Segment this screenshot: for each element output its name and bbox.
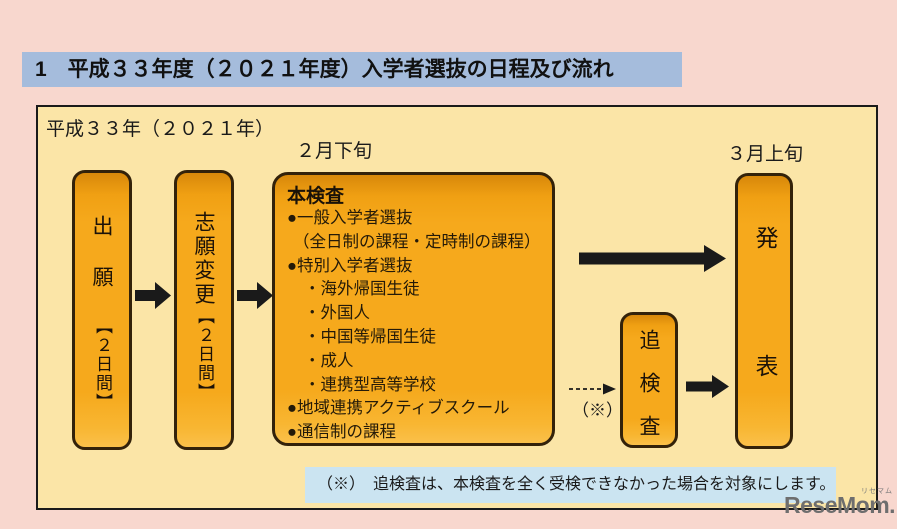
resemom-logo-ruby: リセマム [861,488,893,495]
dashed-arrow-right-icon [569,383,616,395]
announcement-box: 発表 [735,173,793,482]
dashed-arrow-label: （※） [572,401,623,420]
resemom-logo: リセマム ReseMom. [784,484,897,529]
main-exam-item: ・成人 [304,350,354,370]
note-bar: （※） 追検査は、本検査を全く受検できなかった場合を対象にします。 [305,467,836,503]
announcement-label: 発表 [752,226,777,482]
date-label-late-february: ２月下旬 [296,141,373,162]
section-title: 1 平成３３年度（２０２１年度）入学者選抜の日程及び流れ [35,58,614,81]
main-exam-box: 本検査 ●一般入学者選抜 （全日制の課程・定時制の課程） ●特別入学者選抜 ・海… [272,172,555,446]
main-exam-item: ●通信制の課程 [287,422,396,442]
makeup-exam-label-group: 追検査 [634,329,664,458]
main-exam-item: ・海外帰国生徒 [304,279,420,299]
main-exam-item: ・連携型高等学校 [304,374,436,394]
application-label: 出願 [90,215,114,317]
main-exam-item-list: ●一般入学者選抜 （全日制の課程・定時制の課程） ●特別入学者選抜 ・海外帰国生… [287,206,546,444]
main-exam-item: ●一般入学者選抜 [287,208,413,227]
resemom-logo-text: ReseMom. [784,492,896,518]
preference-change-label: 志願変更 [192,211,216,307]
note-text: （※） 追検査は、本検査を全く受検できなかった場合を対象にします。 [317,476,836,493]
date-label-early-march: ３月上旬 [727,144,804,165]
arrow-right-icon [686,375,729,398]
preference-change-label-group: 志願変更【２日間】 [189,211,219,402]
main-exam-item: ●特別入学者選抜 [287,255,413,275]
preference-change-duration: 【２日間】 [195,307,214,402]
application-box: 出願【２日間】 [72,170,132,450]
main-exam-item: ・外国人 [304,303,370,323]
makeup-exam-box: 追検査 [620,312,678,458]
application-label-group: 出願【２日間】 [87,215,117,412]
main-exam-item: ●地域連携アクティブスクール [287,398,510,418]
application-duration: 【２日間】 [93,317,112,412]
preference-change-box: 志願変更【２日間】 [174,170,234,450]
arrow-right-icon [237,282,273,309]
section-title-bar: 1 平成３３年度（２０２１年度）入学者選抜の日程及び流れ [22,52,682,87]
arrow-right-icon [579,245,726,272]
arrow-right-icon [135,282,171,309]
main-exam-item: ・中国等帰国生徒 [304,326,436,346]
announcement-label-group: 発表 [747,226,781,482]
makeup-exam-label: 追検査 [637,329,661,458]
main-exam-title: 本検査 [287,186,345,207]
era-label: 平成３３年（２０２１年） [46,119,275,140]
main-exam-item: （全日制の課程・定時制の課程） [293,231,541,251]
